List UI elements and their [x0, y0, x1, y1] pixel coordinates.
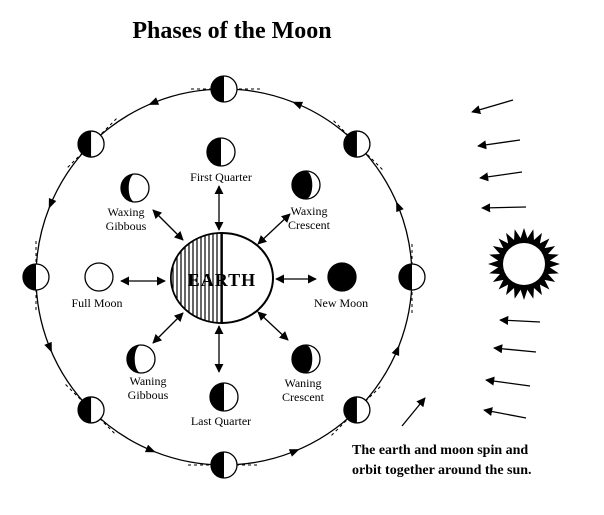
note-arrow — [401, 397, 426, 427]
orbit-moons — [22, 75, 426, 479]
full-moon-icon — [84, 262, 114, 292]
earth-icon — [170, 232, 274, 324]
earth-label: EARTH — [188, 270, 256, 290]
arrow-icon — [148, 97, 160, 105]
waning-crescent-moon-icon — [291, 344, 321, 374]
arrow-icon — [152, 312, 184, 344]
arrow-icon — [396, 201, 404, 213]
page-title: Phases of the Moon — [132, 18, 332, 44]
waxing-crescent-moon-icon — [291, 170, 321, 200]
arrow-icon — [144, 444, 156, 453]
orbit-moon-icon — [398, 263, 426, 291]
arrow-icon — [44, 341, 52, 353]
arrow-icon — [288, 449, 300, 457]
first-quarter-moon-icon — [206, 137, 236, 167]
arrow-icon — [483, 407, 527, 419]
arrow-icon — [479, 171, 523, 182]
orbit-moon-icon — [210, 451, 238, 479]
arrow-icon — [481, 203, 527, 213]
waning-gibbous-moon-icon — [126, 344, 156, 374]
waxing-gibbous-moon-icon — [120, 173, 150, 203]
orbit-moon-icon — [22, 263, 50, 291]
arrow-icon — [257, 311, 289, 341]
orbit-moon-icon — [77, 130, 105, 158]
orbit-moon-icon — [343, 130, 371, 158]
arrow-icon — [485, 376, 531, 387]
arrow-icon — [391, 345, 400, 357]
arrow-icon — [257, 213, 291, 245]
arrow-icon — [152, 209, 184, 241]
label-first-quarter: First Quarter — [190, 170, 252, 184]
orbit-moon-icon — [77, 396, 105, 424]
label-full-moon: Full Moon — [71, 296, 123, 310]
arrow-icon — [48, 197, 57, 209]
arrow-icon — [499, 315, 541, 325]
arrow-icon — [477, 139, 521, 150]
arrow-icon — [493, 344, 537, 354]
sunlight-arrows — [471, 99, 541, 419]
orbit-moon-icon — [343, 396, 371, 424]
phase-moons — [84, 137, 357, 412]
radial-arrows — [120, 185, 317, 373]
new-moon-icon — [327, 262, 357, 292]
label-last-quarter: Last Quarter — [190, 414, 252, 428]
sun-icon — [488, 228, 560, 300]
orbit-moon-icon — [210, 75, 238, 103]
last-quarter-moon-icon — [209, 382, 239, 412]
arrow-icon — [471, 99, 514, 115]
orbit-arrows — [44, 97, 404, 457]
label-new-moon: New Moon — [313, 296, 369, 310]
arrow-icon — [292, 101, 304, 110]
